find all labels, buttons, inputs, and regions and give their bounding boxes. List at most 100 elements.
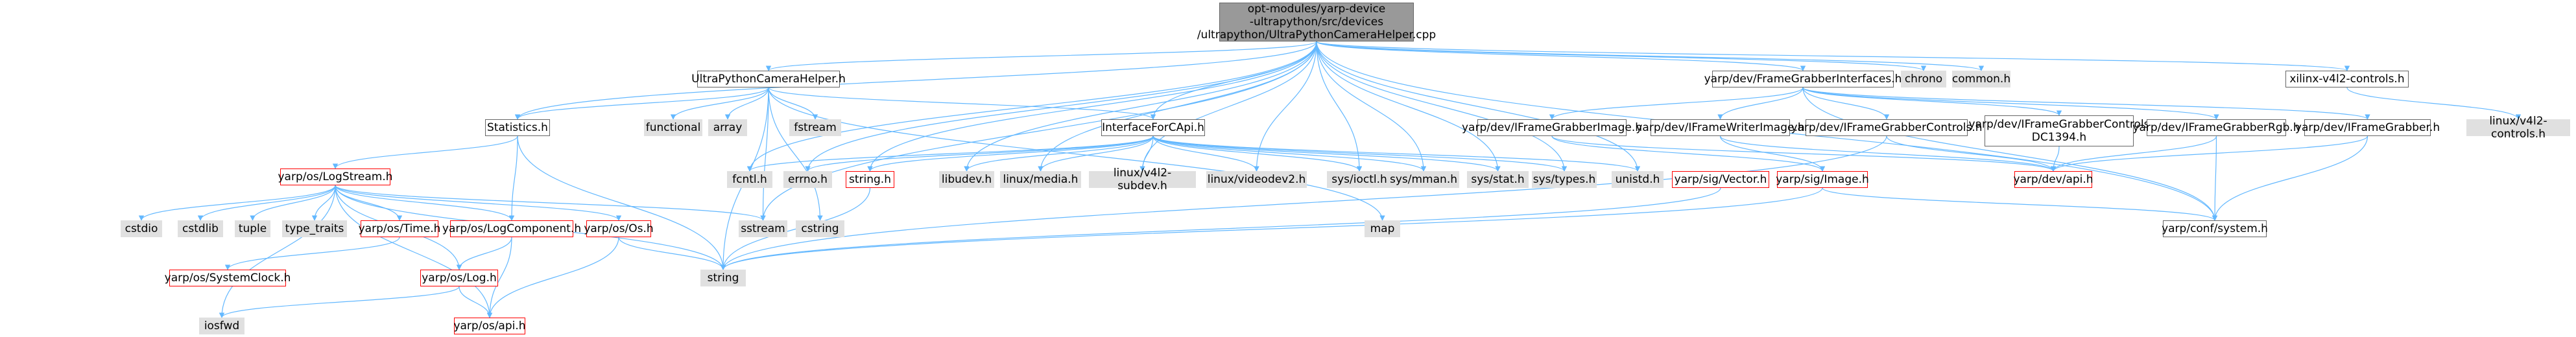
node-iframegrabber-rgb[interactable]: yarp/dev/IFrameGrabberRgb.h xyxy=(2132,119,2300,136)
node-type-traits[interactable]: type_traits xyxy=(282,220,347,237)
include-edge xyxy=(517,135,726,270)
node-os-time[interactable]: yarp/os/Time.h xyxy=(359,220,440,237)
node-statistics[interactable]: Statistics.h xyxy=(485,119,550,136)
node-conf-system[interactable]: yarp/conf/system.h xyxy=(2162,220,2268,237)
include-edge xyxy=(1551,135,2056,172)
include-edge xyxy=(1719,135,2057,172)
include-edge xyxy=(1316,41,1427,172)
include-edge xyxy=(219,185,336,318)
include-edge xyxy=(720,187,1721,270)
node-linux-v4l2-subdev[interactable]: linux/v4l2-subdev.h xyxy=(1089,167,1196,192)
node-root-file[interactable]: opt-modules/yarp-device -ultrapython/src… xyxy=(1197,3,1437,41)
node-fcntl[interactable]: fcntl.h xyxy=(727,171,772,188)
include-edge xyxy=(1802,87,2062,116)
node-string[interactable]: string xyxy=(700,270,746,286)
include-edge xyxy=(224,237,400,270)
node-cstring[interactable]: cstring xyxy=(796,220,844,237)
include-edge xyxy=(1802,87,2219,120)
include-edge xyxy=(766,41,1317,71)
include-edge xyxy=(1316,41,1984,71)
node-tuple[interactable]: tuple xyxy=(235,220,270,237)
include-edge xyxy=(1802,87,2218,221)
include-edge xyxy=(1152,135,1259,172)
include-edge xyxy=(746,135,1154,172)
node-chrono[interactable]: chrono xyxy=(1901,71,1946,87)
node-libudev[interactable]: libudev.h xyxy=(939,171,994,188)
node-xilinx-v4l2-controls[interactable]: xilinx-v4l2-controls.h xyxy=(2285,71,2409,87)
node-fstream[interactable]: fstream xyxy=(789,119,841,136)
include-edge xyxy=(2212,135,2218,221)
node-common[interactable]: common.h xyxy=(1952,71,2010,87)
node-sys-mman[interactable]: sys/mman.h xyxy=(1388,171,1459,188)
include-edge xyxy=(2212,135,2368,221)
node-framegrabber-interfaces[interactable]: yarp/dev/FrameGrabberInterfaces.h xyxy=(1704,71,1902,87)
node-iframegrabber-image[interactable]: yarp/dev/IFrameGrabberImage.h xyxy=(1462,119,1642,136)
include-edge xyxy=(508,135,518,221)
include-edge xyxy=(670,87,769,120)
node-sys-stat[interactable]: sys/stat.h xyxy=(1467,171,1529,188)
include-edge xyxy=(1316,41,1641,172)
include-edge xyxy=(1152,135,1640,172)
node-sys-types[interactable]: sys/types.h xyxy=(1532,171,1597,188)
node-sig-image[interactable]: yarp/sig/Image.h xyxy=(1776,171,1869,188)
node-dev-api[interactable]: yarp/dev/api.h xyxy=(2013,171,2093,188)
node-sys-ioctl[interactable]: sys/ioctl.h xyxy=(1327,171,1392,188)
include-edge xyxy=(459,286,493,318)
node-interface-for-capi[interactable]: InterfaceForCApi.h xyxy=(1101,119,1205,136)
node-map[interactable]: map xyxy=(1365,220,1400,237)
include-edge xyxy=(2050,135,2217,172)
include-edge xyxy=(768,87,823,221)
node-iosfwd[interactable]: iosfwd xyxy=(199,318,244,334)
include-edge xyxy=(768,87,818,120)
include-edge xyxy=(1717,87,1804,120)
node-string-h[interactable]: string.h xyxy=(846,171,894,188)
node-log-stream[interactable]: yarp/os/LogStream.h xyxy=(278,168,393,185)
include-edge xyxy=(335,185,766,221)
include-edge xyxy=(1139,135,1154,172)
include-edge xyxy=(1152,135,1501,172)
node-iframegrabber-controls[interactable]: yarp/dev/IFrameGrabberControls.h xyxy=(1791,119,1983,136)
node-os-log-component[interactable]: yarp/os/LogComponent.h xyxy=(442,220,581,237)
include-edge xyxy=(197,185,336,221)
include-edge xyxy=(1719,135,1826,172)
node-linux-v4l2-controls[interactable]: linux/v4l2-controls.h xyxy=(2466,115,2570,141)
node-sig-vector[interactable]: yarp/sig/Vector.h xyxy=(1672,171,1769,188)
include-edge xyxy=(768,87,1385,221)
node-linux-videodev2[interactable]: linux/videodev2.h xyxy=(1206,171,1307,188)
node-array[interactable]: array xyxy=(708,119,747,136)
node-os-os[interactable]: yarp/os/Os.h xyxy=(584,220,654,237)
include-edge xyxy=(335,185,622,221)
include-edge xyxy=(1038,135,1154,172)
include-edge xyxy=(1316,41,1501,172)
node-ultrapython-camera-helper[interactable]: UltraPythonCameraHelper.h xyxy=(691,71,846,87)
node-os-api[interactable]: yarp/os/api.h xyxy=(453,318,526,334)
include-edge xyxy=(964,41,1317,172)
include-edge xyxy=(1152,135,1363,172)
node-linux-media[interactable]: linux/media.h xyxy=(1000,171,1081,188)
node-functional[interactable]: functional xyxy=(644,119,702,136)
node-iframegrabber[interactable]: yarp/dev/IFrameGrabber.h xyxy=(2295,119,2440,136)
include-edge xyxy=(867,41,1317,172)
include-edge xyxy=(1316,41,2350,71)
include-edge xyxy=(486,237,512,318)
node-iframegrabber-controls-dc1394[interactable]: yarp/dev/IFrameGrabberControls DC1394.h xyxy=(1969,115,2149,146)
include-edge xyxy=(332,135,518,169)
node-iframewriter-image[interactable]: yarp/dev/IFrameWriterImage.h xyxy=(1636,119,1805,136)
node-sstream[interactable]: sstream xyxy=(739,220,787,237)
include-edge xyxy=(250,185,336,221)
node-cstdio[interactable]: cstdio xyxy=(121,220,162,237)
include-edge xyxy=(138,185,336,221)
include-edge xyxy=(1152,135,1568,172)
node-cstdlib[interactable]: cstdlib xyxy=(178,220,223,237)
node-unistd[interactable]: unistd.h xyxy=(1612,171,1664,188)
include-edge xyxy=(1551,135,1826,172)
node-os-log[interactable]: yarp/os/Log.h xyxy=(420,270,498,286)
include-edge xyxy=(867,135,1154,172)
include-edge xyxy=(1549,87,1804,120)
node-errno[interactable]: errno.h xyxy=(783,171,832,188)
include-edge xyxy=(1316,41,1363,172)
include-edge xyxy=(2050,135,2368,172)
node-os-system-clock[interactable]: yarp/os/SystemClock.h xyxy=(165,270,291,286)
